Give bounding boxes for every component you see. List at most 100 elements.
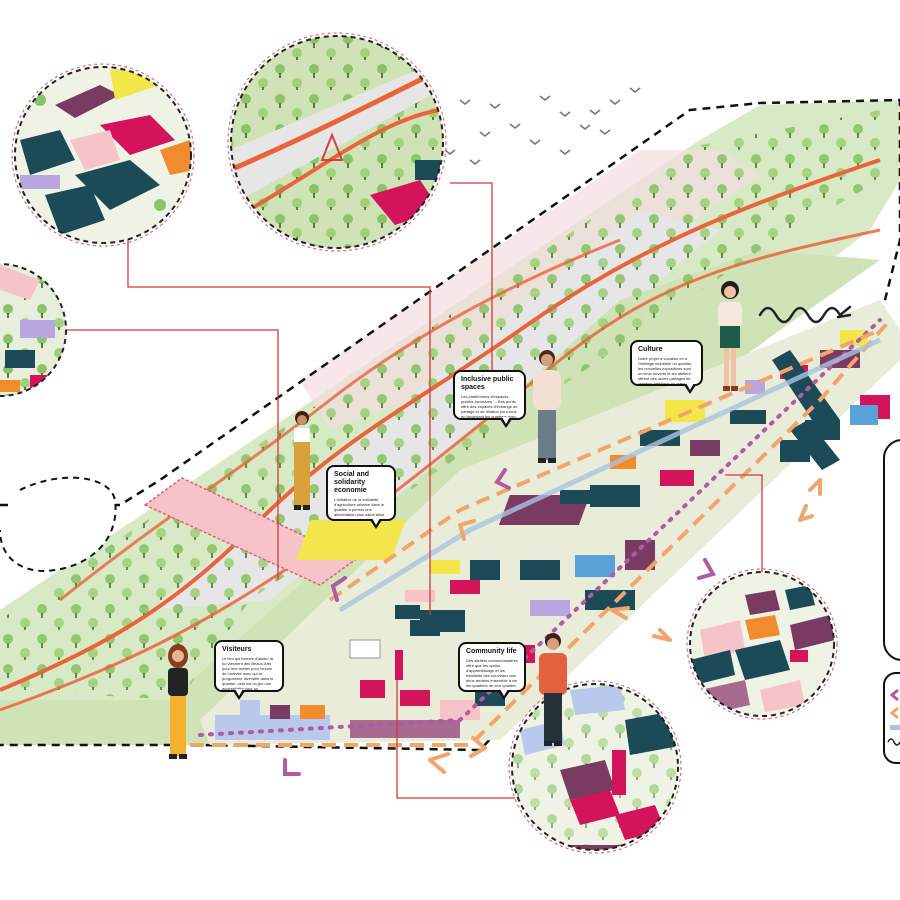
block-boundary-blue — [338, 337, 882, 613]
social-title: Social and solidarity economie — [334, 471, 370, 494]
person-icon — [533, 350, 561, 463]
visiteurs-title: Visiteurs — [222, 646, 252, 653]
person-icon — [718, 281, 742, 391]
bird-icon — [629, 87, 641, 94]
building-icon — [560, 490, 590, 504]
label-visiteurs: Visiteurs Le lieu qui formée d'atelier l… — [214, 640, 284, 692]
arrow-icon — [458, 519, 476, 541]
building-icon — [470, 560, 500, 580]
inclusive-title: Inclusive public spaces — [461, 376, 514, 391]
building-icon — [640, 430, 680, 446]
building-icon — [575, 555, 615, 577]
leader-line — [450, 182, 493, 370]
culture-title: Culture — [638, 346, 663, 353]
building-icon — [395, 605, 420, 619]
building-icon — [450, 580, 480, 594]
bird-icon — [529, 139, 541, 146]
zoom-circle-3 — [0, 263, 67, 397]
bird-icon — [559, 111, 571, 118]
building-icon — [405, 590, 435, 602]
block-boundary-purple — [198, 318, 882, 737]
social-text: L'initiative de la solidarité d'agricult… — [334, 497, 385, 521]
bird-icon — [599, 129, 611, 136]
people — [168, 281, 742, 759]
building-icon — [520, 560, 560, 580]
building-icon — [660, 470, 694, 486]
legend-box-top — [883, 439, 900, 661]
legend-blue-swatch — [890, 725, 900, 730]
building-icon — [475, 690, 505, 706]
block-boundary-orange — [190, 318, 892, 747]
bird-icon — [559, 149, 571, 156]
building-icon — [665, 400, 705, 422]
zoom-circle-4 — [686, 568, 838, 720]
arrow-icon — [330, 576, 347, 602]
bird-icon — [579, 124, 591, 131]
bird-icon — [444, 149, 456, 156]
building-icon — [790, 420, 840, 470]
arrow-icon — [652, 628, 672, 642]
bird-icon — [509, 123, 521, 130]
arrow-icon — [494, 468, 511, 490]
building-icon — [400, 690, 430, 706]
legend-orange-arrow-icon — [889, 706, 899, 720]
zoom-circle-5 — [508, 680, 682, 854]
culture-text: Notre projet a vocation en a l'héritage … — [638, 356, 693, 386]
arrow-icon — [798, 504, 814, 522]
bird-icon — [539, 95, 551, 102]
arrow-icon — [758, 305, 852, 324]
path-orange-1 — [0, 158, 881, 692]
building-icon — [430, 560, 460, 574]
building-icon — [530, 600, 570, 616]
bubble-tail — [498, 689, 510, 700]
building-icon — [410, 620, 440, 636]
building-icon — [850, 405, 878, 425]
site-plan — [0, 87, 900, 799]
path-orange-2 — [0, 228, 881, 712]
arrow-icon — [428, 752, 450, 774]
bubble-tail — [500, 417, 512, 428]
building-icon — [360, 680, 385, 698]
building-icon — [590, 485, 640, 507]
building-icon — [440, 700, 480, 720]
buildings — [215, 330, 890, 740]
leader-line — [396, 680, 515, 799]
community-text: Des ateliers communautaires offre que le… — [466, 658, 518, 692]
label-culture: Culture Notre projet a vocation en a l'h… — [630, 340, 703, 386]
label-inclusive-public-spaces: Inclusive public spaces Les plateformes … — [453, 370, 526, 420]
bubble-tail — [233, 689, 245, 700]
inclusive-text: Les plateformes d'espaces publics inclus… — [461, 394, 518, 419]
leader-line — [725, 474, 763, 575]
trees-overlay — [0, 110, 880, 700]
arrow-icon — [469, 736, 487, 758]
bird-icon — [589, 109, 601, 116]
building-icon — [240, 700, 260, 718]
building-icon — [730, 410, 766, 424]
person-icon — [168, 644, 188, 759]
building-icon — [296, 520, 406, 560]
building-icon — [270, 705, 290, 719]
label-social-solidarity: Social and solidarity economie L'initiat… — [326, 465, 396, 521]
birds — [444, 87, 641, 166]
leader-lines — [60, 182, 763, 799]
person-icon — [539, 633, 567, 746]
zoom-circle-1 — [11, 63, 195, 247]
bubble-tail — [684, 383, 696, 394]
bird-icon — [459, 99, 471, 106]
building-icon — [690, 440, 720, 456]
building-icon — [745, 380, 765, 394]
legend-purple-arrow-icon — [889, 688, 899, 702]
bird-icon — [479, 131, 491, 138]
arrow-icon — [808, 478, 822, 496]
legend-panel — [883, 439, 900, 764]
building-icon — [350, 720, 460, 738]
bird-icon — [489, 103, 501, 110]
arrow-icon — [283, 758, 301, 776]
block-boundary-orange-2 — [328, 328, 881, 602]
bubble-tail — [370, 518, 382, 529]
visiteurs-text: Le lieu qui formée d'atelier la ou vienn… — [222, 656, 274, 691]
bird-icon — [609, 99, 621, 106]
leader-line — [60, 329, 279, 580]
pond-outline — [0, 476, 117, 572]
